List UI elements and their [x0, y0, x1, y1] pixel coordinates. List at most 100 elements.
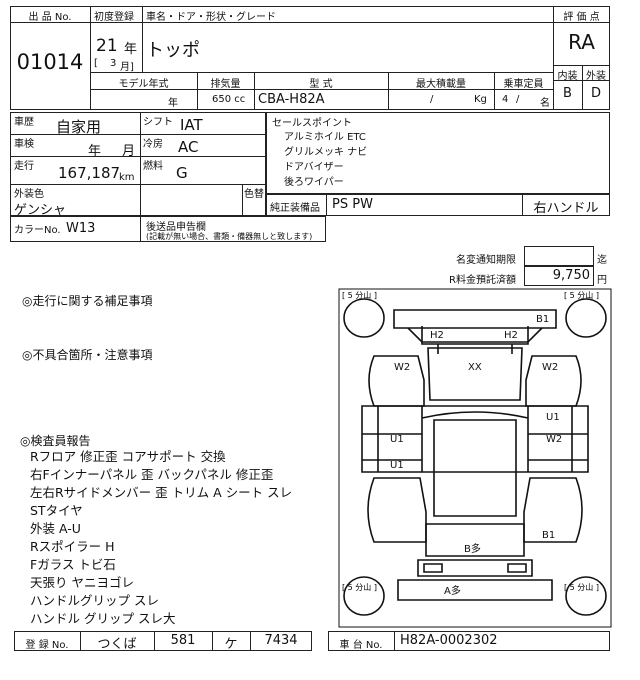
chassis-block — [328, 631, 610, 651]
mark-w2-left: W2 — [394, 362, 410, 373]
mark-w2-right: W2 — [542, 362, 558, 373]
shift-value: IAT — [180, 116, 203, 134]
capacity-sep: / — [516, 94, 520, 105]
docs-note: (記載が無い場合、書類・備器無しと致します) — [146, 232, 313, 241]
inspector-line-8: 天張り ヤニヨゴレ — [30, 575, 134, 590]
inspection-label: 車検 — [14, 139, 34, 150]
interior-label: 内装 — [557, 71, 578, 82]
car-damage-diagram: [ 5 分山 ] [ 5 分山 ] [ 5 分山 ] [ 5 分山 ] B1 H… — [338, 288, 612, 628]
sales-point-2: グリルメッキ ナビ — [284, 147, 368, 158]
registration-area: つくば — [97, 637, 137, 652]
history-value: 自家用 — [56, 118, 102, 136]
max-load-unit: Kg — [474, 94, 487, 105]
history-label: 車歴 — [14, 117, 34, 128]
sales-point-4: 後ろワイパー — [284, 177, 344, 188]
mark-u1-right: U1 — [546, 412, 560, 423]
interior-grade: B — [563, 86, 572, 101]
ac-label: 冷房 — [143, 139, 163, 150]
driving-notes-label: ◎走行に関する補足事項 — [22, 294, 153, 308]
inspector-line-10: ハンドル グリップ スレ大 — [30, 611, 176, 626]
inspector-line-6: Rスポイラー H — [30, 539, 115, 554]
capacity-unit: 名 — [540, 98, 550, 109]
sales-point-label: セールスポイント — [272, 118, 352, 129]
capacity: 4 — [502, 94, 509, 105]
first-reg-label: 初度登録 — [94, 12, 134, 23]
reg-month-open: [ — [94, 58, 98, 69]
lot-number: 01014 — [16, 50, 84, 74]
type-label: 型 式 — [309, 79, 333, 90]
color-no-value: W13 — [66, 221, 96, 236]
mileage-label: 走行 — [14, 161, 34, 172]
score-value: RA — [568, 30, 595, 54]
max-load-label: 最大積載量 — [416, 79, 466, 90]
tire-label-front-right: [ 5 分山 ] — [564, 290, 599, 300]
recycle-label: R料金預託済額 — [449, 275, 516, 286]
chassis-number: H82A-0002302 — [400, 633, 498, 648]
name-change-label: 名変通知期限 — [456, 255, 516, 266]
steering-value: 右ハンドル — [533, 201, 599, 216]
mark-h2-left: H2 — [430, 330, 444, 341]
color-value: ゲンシャ — [14, 203, 67, 218]
mark-b1-top: B1 — [536, 314, 549, 325]
color-no-label: カラーNo. — [14, 225, 61, 236]
sales-point-block — [266, 112, 610, 194]
displacement-label: 排気量 — [210, 79, 241, 90]
inspector-line-3: 左右Rサイドメンバー 歪 トリム A シート スレ — [30, 485, 293, 500]
equipment-value: PS PW — [332, 197, 373, 212]
equipment-label: 純正装備品 — [270, 203, 320, 214]
mark-xx: XX — [468, 362, 482, 373]
color-label: 外装色 — [14, 189, 44, 200]
inspector-line-2: 右Fインナーパネル 歪 バックパネル 修正歪 — [30, 467, 274, 482]
model-year-unit: 年 — [168, 98, 178, 109]
mileage-unit: km — [119, 172, 135, 183]
mark-b-many: B多 — [464, 542, 481, 555]
lot-label: 出 品 No. — [28, 12, 72, 23]
chassis-label: 車 台 No. — [339, 640, 383, 651]
reg-month: 3 — [110, 58, 117, 69]
ac-value: AC — [178, 138, 199, 156]
model-year-label: モデル年式 — [118, 79, 169, 90]
recycle-value: 9,750 — [552, 268, 590, 283]
car-name-label: 車名・ドア・形状・グレード — [146, 12, 276, 23]
name-change-unit: 迄 — [597, 255, 607, 266]
reg-month-close: 月] — [120, 62, 134, 73]
registration-number: 7434 — [264, 633, 298, 648]
registration-label: 登 録 No. — [25, 640, 69, 651]
mileage-value: 167,187 — [58, 164, 121, 182]
max-load-slash: / — [430, 94, 434, 105]
tire-label-front-left: [ 5 分山 ] — [342, 290, 377, 300]
mark-b1-bottom: B1 — [542, 530, 555, 541]
score-label: 評 価 点 — [563, 12, 600, 23]
color-no-block — [10, 216, 326, 242]
exterior-grade: D — [590, 86, 601, 101]
inspector-line-1: Rフロア 修正歪 コアサポート 交換 — [30, 449, 226, 464]
exterior-label: 外装 — [586, 71, 606, 82]
tire-label-rear-left: [ 5 分山 ] — [342, 582, 377, 592]
inspector-line-4: STタイヤ — [30, 503, 83, 518]
inspection-year: 年 — [88, 144, 102, 159]
fuel-label: 燃料 — [143, 161, 163, 172]
registration-class: 581 — [170, 633, 196, 648]
mark-u1-left2: U1 — [390, 460, 404, 471]
mark-w2-right2: W2 — [546, 434, 562, 445]
reg-year: 21 — [96, 36, 118, 56]
name-change-value-box — [524, 246, 594, 266]
model-type: CBA-H82A — [258, 92, 325, 107]
mark-h2-right: H2 — [504, 330, 518, 341]
mark-a-many: A多 — [444, 584, 461, 597]
mark-u1-left: U1 — [390, 434, 404, 445]
header-block — [10, 6, 610, 110]
inspection-month: 月 — [122, 144, 136, 159]
registration-kana: ケ — [224, 637, 238, 652]
car-name: トッポ — [146, 40, 200, 61]
sales-point-3: ドアバイザー — [284, 162, 344, 173]
equipment-block — [266, 194, 610, 216]
inspector-line-7: Fガラス トビ石 — [30, 557, 116, 572]
displacement: 650 cc — [212, 94, 246, 105]
inspector-line-5: 外装 A-U — [30, 521, 81, 536]
defect-notes-label: ◎不具合箇所・注意事項 — [22, 348, 153, 362]
capacity-label: 乗車定員 — [503, 79, 544, 90]
reg-year-unit: 年 — [124, 42, 138, 57]
shift-label: シフト — [143, 117, 173, 128]
repaint-label: 色替 — [244, 189, 264, 200]
